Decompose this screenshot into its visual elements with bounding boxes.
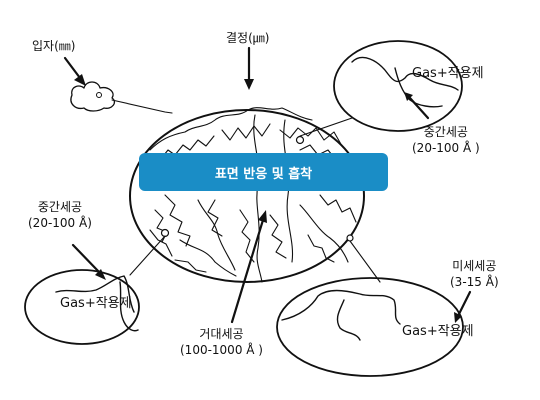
macropore-label: 거대세공 (100-1000 Å ): [180, 326, 263, 358]
macropore-range: (100-1000 Å ): [180, 343, 263, 357]
mesopore-left-title: 중간세공: [37, 200, 83, 214]
zoom-ellipse-top-right: [333, 40, 463, 132]
gas-label-top-right: Gas+작용제: [412, 66, 484, 81]
banner-text: 표면 반응 및 흡착: [214, 166, 313, 182]
crystal-label: 결정(㎛): [226, 31, 270, 45]
mesopore-left-range: (20-100 Å): [28, 216, 92, 230]
macropore-title: 거대세공: [199, 327, 244, 341]
micropore-title: 미세세공: [452, 259, 497, 273]
surface-reaction-banner: 표면 반응 및 흡착: [139, 153, 388, 191]
link-marker-right: [346, 234, 354, 242]
micropore-range: (3-15 Å): [450, 275, 499, 289]
gas-label-left: Gas+작용제: [60, 296, 132, 311]
connector-left: [129, 235, 166, 276]
gas-label-bottom-right: Gas+작용제: [402, 324, 474, 339]
annotation-arrows: [63, 46, 472, 324]
link-marker-top: [295, 135, 305, 145]
mesopore-right-label: 중간세공 (20-100 Å ): [412, 124, 480, 156]
arrowheads: [74, 74, 462, 323]
particle-connector: [111, 99, 173, 114]
connector-top-right: [299, 117, 353, 137]
mesopore-left-label: 중간세공 (20-100 Å): [28, 199, 92, 231]
crystal-grain-ellipse: [129, 109, 365, 283]
micropore-label: 미세세공 (3-15 Å): [450, 258, 499, 290]
particle-label: 입자(㎜): [32, 39, 76, 53]
mesopore-right-range: (20-100 Å ): [412, 141, 480, 155]
connector-bottom-right: [349, 240, 381, 283]
mesopore-right-title: 중간세공: [423, 125, 468, 139]
zoom-ellipse-left: [24, 269, 140, 345]
zoom-ellipse-bottom-right: [276, 277, 464, 377]
particle-blob: [70, 81, 116, 112]
